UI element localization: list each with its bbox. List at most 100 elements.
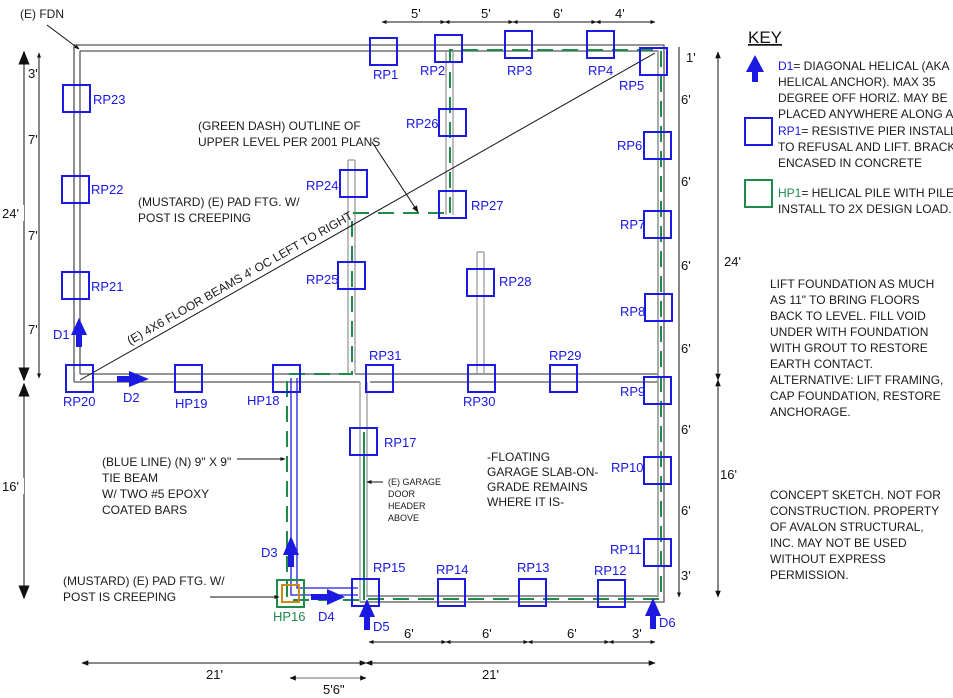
pier-rp12[interactable] (597, 579, 626, 608)
dim-bottom-outer-1: 21' (206, 667, 223, 682)
note-disclaimer-line: PERMISSION. (770, 568, 849, 582)
callout-tie-beam-2: TIE BEAM (102, 471, 158, 485)
note-lift-line: UNDER WITH FOUNDATION (770, 325, 928, 339)
note-lift-line: AS 11" TO BRING FLOORS (770, 293, 920, 307)
anchor-d5-arrow-icon[interactable] (359, 599, 375, 630)
legend-text: HELICAL ANCHOR). MAX 35 (778, 75, 936, 89)
callout-garage-door-2: DOOR (388, 489, 416, 499)
legend-pile-icon (744, 179, 773, 208)
pier-label-rp15: RP15 (373, 560, 406, 575)
pier-rp6[interactable] (643, 131, 672, 160)
pier-label-rp20: RP20 (63, 394, 96, 409)
pile-hp19[interactable] (174, 364, 203, 393)
pier-rp21[interactable] (61, 271, 90, 300)
pier-rp2[interactable] (434, 34, 463, 63)
dim-right-1: 1' (686, 50, 696, 65)
pier-label-rp24: RP24 (306, 178, 339, 193)
pile-label-hp16: HP16 (273, 609, 306, 624)
pier-rp29[interactable] (549, 364, 578, 393)
anchor-d2-arrow-icon[interactable] (117, 371, 149, 387)
pier-rp7[interactable] (643, 210, 672, 239)
pier-label-rp14: RP14 (436, 562, 469, 577)
callout-garage-door-1: (E) GARAGE (388, 477, 441, 487)
dim-right-6: 6' (681, 422, 691, 437)
pier-rp26[interactable] (438, 108, 467, 137)
legend-pier-icon (744, 117, 773, 146)
dim-top-2: 5' (481, 6, 491, 21)
pier-label-rp29: RP29 (549, 348, 582, 363)
dim-bottom-offset: 5'6" (323, 682, 345, 697)
pier-label-rp31: RP31 (369, 348, 402, 363)
callout-garage-door-4: ABOVE (388, 513, 419, 523)
dim-right-outer-1: 24' (724, 254, 741, 269)
pile-hp18[interactable] (272, 364, 301, 393)
legend-heading: KEY (748, 28, 782, 47)
dim-bottom-2: 6' (482, 626, 492, 641)
dim-left-2: 7' (28, 132, 38, 147)
pier-rp14[interactable] (437, 578, 466, 607)
pier-rp1[interactable] (369, 37, 398, 66)
pile-label-hp18: HP18 (247, 393, 280, 408)
legend-item-anchor: D1= DIAGONAL HELICAL (AKA (778, 59, 950, 73)
dim-top-4: 4' (615, 6, 625, 21)
floor-beam-diagonal (79, 52, 656, 381)
callout-garage-door-3: HEADER (388, 501, 426, 511)
pier-rp10[interactable] (643, 456, 672, 485)
dim-left-1: 3' (28, 66, 38, 81)
pier-rp31[interactable] (365, 364, 394, 393)
legend-text: = HELICAL PILE WITH PILE CAP. (801, 186, 953, 200)
pier-rp8[interactable] (644, 293, 673, 322)
pier-rp25[interactable] (337, 261, 366, 290)
pier-rp22[interactable] (61, 175, 90, 204)
pile-hp16[interactable] (276, 579, 305, 608)
pier-label-rp9: RP9 (620, 384, 645, 399)
callout-slab-4: WHERE IT IS- (487, 495, 564, 509)
helical-anchors: D1 D2 D3 D4 D5 D6 (53, 318, 676, 634)
pier-rp20[interactable] (65, 364, 94, 393)
note-disclaimer-line: WITHOUT EXPRESS (770, 552, 886, 566)
dim-bottom-3: 6' (567, 626, 577, 641)
pier-label-rp6: RP6 (617, 138, 642, 153)
callout-green-dash-2: UPPER LEVEL PER 2001 PLANS (198, 135, 380, 149)
callout-existing-foundation: (E) FDN (20, 7, 64, 21)
note-lift-line: ANCHORAGE. (770, 405, 851, 419)
anchor-d3-arrow-icon[interactable] (283, 536, 299, 567)
anchor-label-d4: D4 (318, 609, 335, 624)
pier-rp24[interactable] (339, 169, 368, 198)
note-disclaimer-line: CONCEPT SKETCH. NOT FOR (770, 488, 941, 502)
pier-rp23[interactable] (62, 84, 91, 113)
note-disclaimer-line: OF AVALON STRUCTURAL, (770, 520, 924, 534)
legend: KEY D1= DIAGONAL HELICAL (AKA HELICAL AN… (744, 28, 953, 216)
pier-rp27[interactable] (438, 190, 467, 219)
pier-label-rp1: RP1 (373, 67, 398, 82)
pier-rp11[interactable] (643, 538, 672, 567)
pier-rp5[interactable] (639, 47, 668, 76)
legend-item-pile: HP1= HELICAL PILE WITH PILE CAP. (778, 186, 953, 200)
pier-label-rp8: RP8 (620, 304, 645, 319)
legend-text: = DIAGONAL HELICAL (AKA (793, 59, 949, 73)
pier-rp17[interactable] (349, 427, 378, 456)
pier-rp30[interactable] (467, 364, 496, 393)
legend-anchor-icon (746, 55, 764, 82)
legend-text: ENCASED IN CONCRETE (778, 156, 922, 170)
pier-label-rp25: RP25 (306, 272, 339, 287)
pier-label-rp2: RP2 (420, 63, 445, 78)
anchor-label-d1: D1 (53, 327, 70, 342)
legend-code-hp1: HP1 (778, 186, 802, 200)
pier-rp4[interactable] (586, 30, 615, 59)
pier-label-rp23: RP23 (93, 92, 126, 107)
pier-rp13[interactable] (518, 578, 547, 607)
legend-text: DEGREE OFF HORIZ. MAY BE (778, 91, 948, 105)
pier-rp3[interactable] (504, 30, 533, 59)
pier-label-rp12: RP12 (594, 563, 627, 578)
anchor-d6-arrow-icon[interactable] (645, 598, 661, 629)
anchor-d1-arrow-icon[interactable] (71, 318, 87, 347)
anchor-d4-arrow-icon[interactable] (311, 589, 345, 605)
pier-rp9[interactable] (643, 376, 672, 405)
pier-label-rp13: RP13 (517, 560, 550, 575)
dim-right-8: 3' (681, 568, 691, 583)
pier-rp28[interactable] (466, 268, 495, 297)
pier-label-rp17: RP17 (384, 435, 417, 450)
general-notes: LIFT FOUNDATION AS MUCH AS 11" TO BRING … (770, 277, 943, 582)
pier-label-rp30: RP30 (463, 394, 496, 409)
